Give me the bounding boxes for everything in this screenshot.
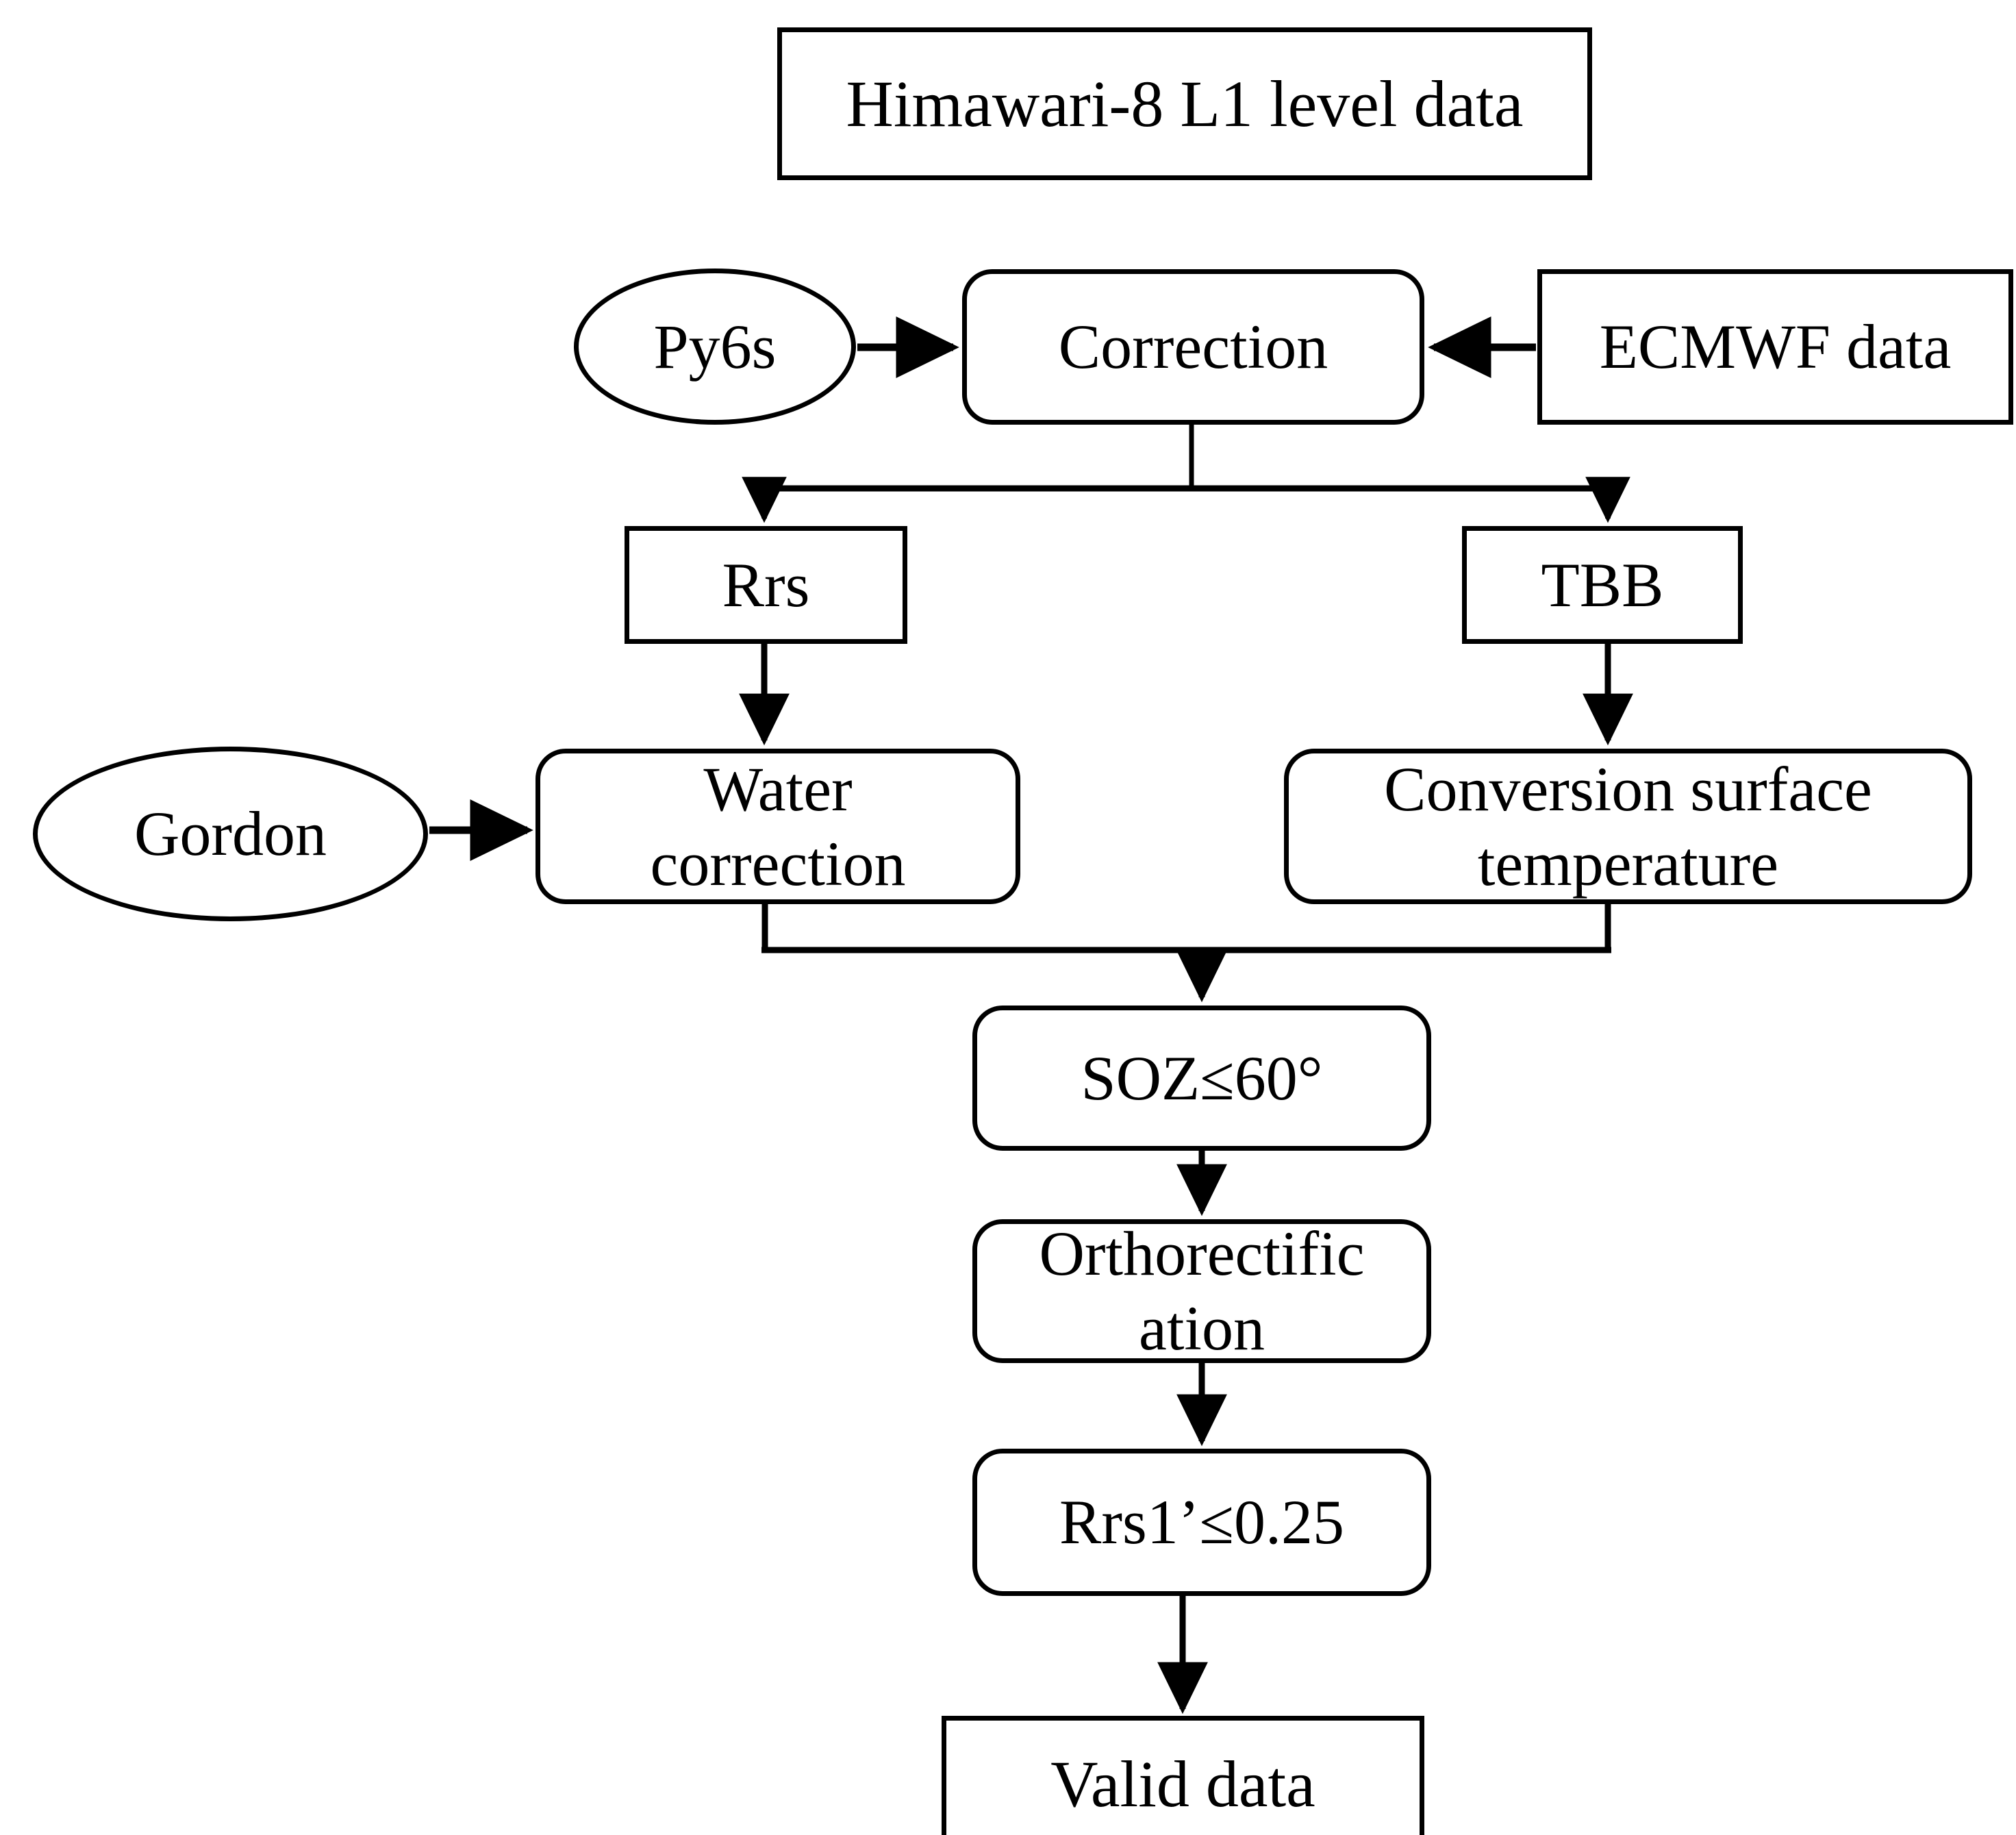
node-rrs-label: Rrs <box>722 549 810 620</box>
node-valid-data[interactable]: Valid data <box>942 1716 1424 1835</box>
node-gordon[interactable]: Gordon <box>33 747 428 921</box>
node-source-data-label: Himawari-8 L1 level data <box>846 66 1524 140</box>
node-py6s[interactable]: Py6s <box>574 269 856 425</box>
node-source-data[interactable]: Himawari-8 L1 level data <box>777 27 1592 180</box>
edge-correction-split <box>742 425 1630 523</box>
node-correction[interactable]: Correction <box>962 269 1424 425</box>
node-rrs-threshold-label: Rrs1’≤0.25 <box>1059 1487 1344 1558</box>
node-orthorectification[interactable]: Orthorectific ation <box>972 1219 1431 1363</box>
node-conversion-surface-temperature-label: Conversion surface temperature <box>1384 753 1872 899</box>
node-tbb[interactable]: TBB <box>1462 526 1743 644</box>
node-tbb-label: TBB <box>1541 549 1664 620</box>
node-water-correction-label: Water correction <box>650 753 906 899</box>
node-ecmwf-data[interactable]: ECMWF data <box>1537 269 2013 425</box>
edge-merge-to-soz <box>761 904 1611 1003</box>
node-py6s-label: Py6s <box>653 311 777 382</box>
node-rrs[interactable]: Rrs <box>625 526 907 644</box>
node-correction-label: Correction <box>1058 312 1328 382</box>
node-ecmwf-data-label: ECMWF data <box>1599 312 1952 382</box>
node-orthorectification-label: Orthorectific ation <box>1039 1219 1365 1363</box>
node-soz-filter[interactable]: SOZ≤60° <box>972 1006 1431 1151</box>
node-valid-data-label: Valid data <box>1050 1747 1315 1821</box>
node-water-correction[interactable]: Water correction <box>536 749 1020 904</box>
node-gordon-label: Gordon <box>134 799 327 869</box>
node-soz-filter-label: SOZ≤60° <box>1081 1043 1323 1113</box>
node-conversion-surface-temperature[interactable]: Conversion surface temperature <box>1284 749 1972 904</box>
node-rrs-threshold[interactable]: Rrs1’≤0.25 <box>972 1449 1431 1596</box>
